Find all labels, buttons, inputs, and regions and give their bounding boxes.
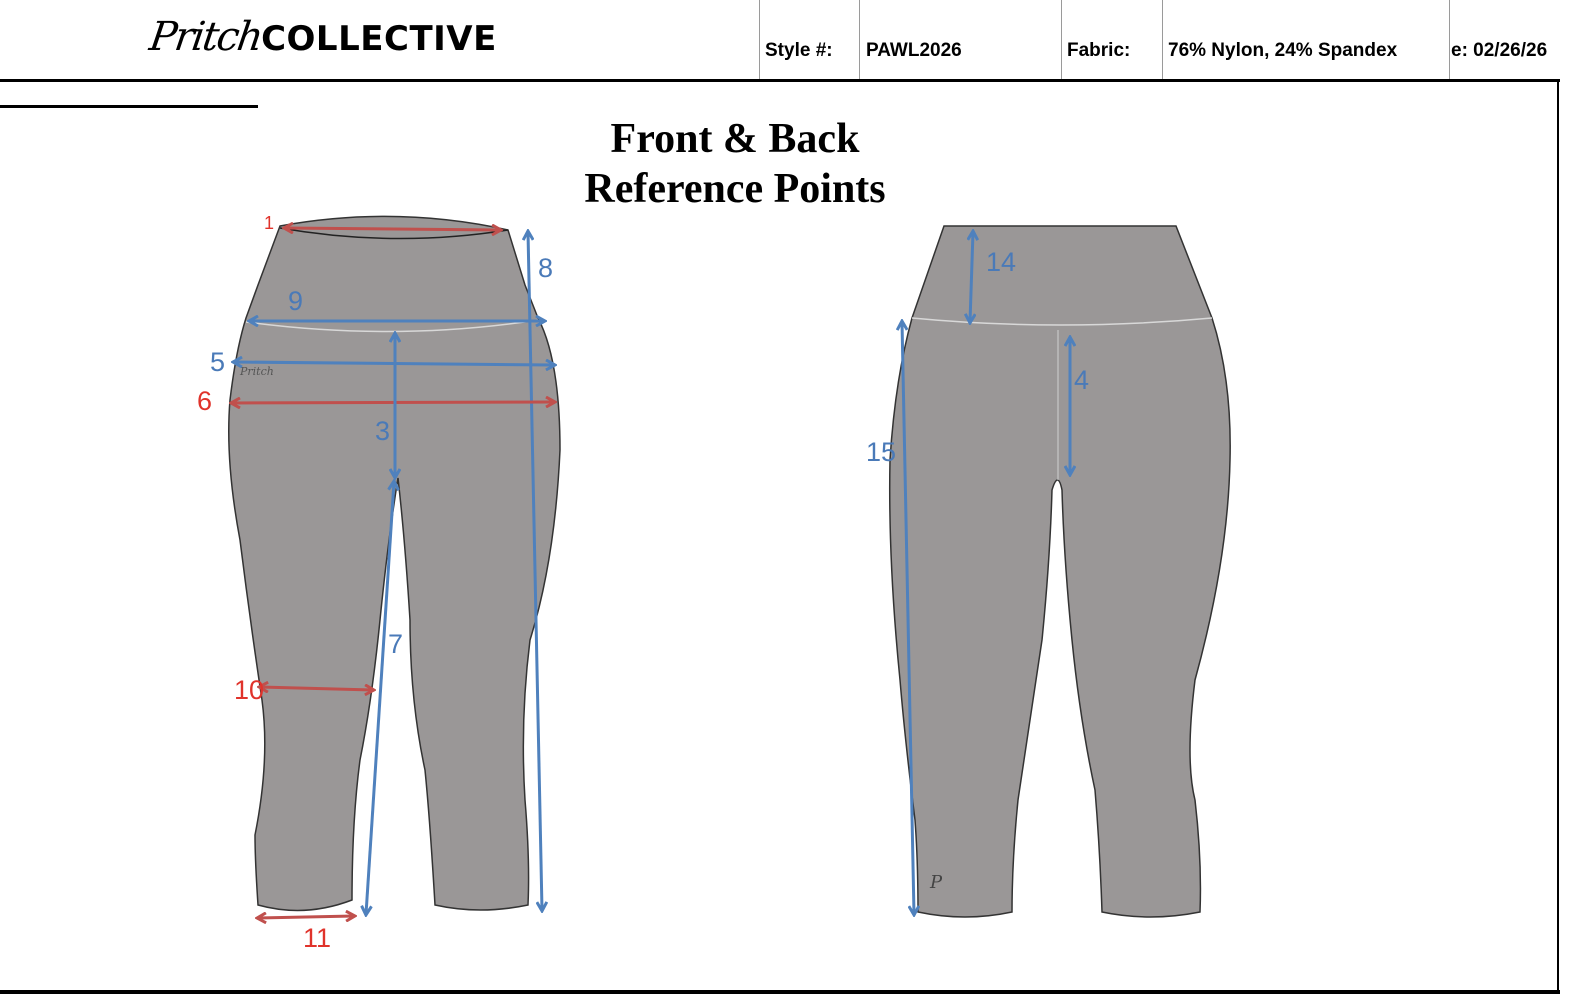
brand-logo: Pritch COLLECTIVE xyxy=(147,14,497,64)
back-leggings xyxy=(888,225,1231,918)
point-14-label: 14 xyxy=(986,247,1016,277)
point-8-arrow xyxy=(528,232,542,910)
point-4-label: 4 xyxy=(1074,365,1089,395)
point-11-label: 11 xyxy=(303,923,331,953)
page-title: Front & Back Reference Points xyxy=(520,114,950,214)
header-divider xyxy=(1061,0,1062,80)
point-9-label: 9 xyxy=(288,286,303,316)
point-3-label: 3 xyxy=(375,416,390,446)
point-10-arrow xyxy=(260,687,373,690)
style-value: PAWL2026 xyxy=(866,40,962,61)
header-rule xyxy=(0,79,1560,82)
point-10-label: 10 xyxy=(234,675,264,705)
point-15-label: 15 xyxy=(866,437,896,467)
header-divider xyxy=(1449,0,1450,80)
point-5-label: 5 xyxy=(210,347,225,377)
point-6-label: 6 xyxy=(197,386,212,416)
point-6-arrow xyxy=(232,402,554,403)
front-brand-mark: Pritch xyxy=(239,365,274,378)
header-divider xyxy=(859,0,860,80)
back-waistband-seam xyxy=(911,317,1213,326)
section-rule xyxy=(0,105,258,108)
point-1-label: 1 xyxy=(264,213,274,233)
point-14-arrow xyxy=(970,232,973,322)
header-divider xyxy=(1162,0,1163,80)
front-garment-body xyxy=(228,215,561,912)
date-field: e: 02/26/26 xyxy=(1451,40,1548,61)
title-line-1: Front & Back xyxy=(610,116,860,162)
point-1-arrow xyxy=(285,228,500,230)
point-11-arrow xyxy=(258,916,354,918)
logo-block-text: COLLECTIVE xyxy=(261,19,497,59)
fabric-label: Fabric: xyxy=(1067,40,1131,61)
title-line-2: Reference Points xyxy=(584,166,886,212)
page-border-bottom xyxy=(0,990,1560,994)
back-brand-mark: P xyxy=(929,872,943,893)
point-8-label: 8 xyxy=(538,253,553,283)
point-7-label: 7 xyxy=(388,629,403,659)
back-garment-body xyxy=(888,225,1231,918)
point-7-arrow xyxy=(366,482,394,914)
fabric-value: 76% Nylon, 24% Spandex xyxy=(1168,40,1398,61)
spec-sheet-header: Pritch COLLECTIVE Style #: PAWL2026 Fabr… xyxy=(0,0,1584,82)
page-border-right xyxy=(1557,80,1559,992)
header-divider xyxy=(759,0,760,80)
style-label: Style #: xyxy=(765,40,833,61)
point-15-arrow xyxy=(902,322,914,914)
